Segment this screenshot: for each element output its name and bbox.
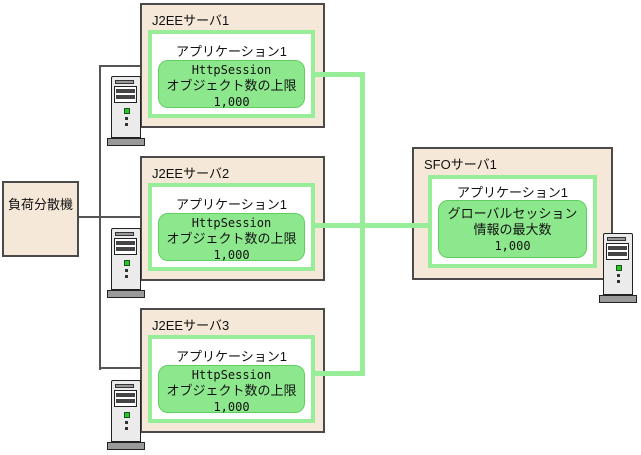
tower-body: [111, 228, 141, 290]
connector-line-server3: [99, 367, 142, 369]
application-title: アプリケーション1: [457, 185, 568, 200]
session-line3: 1,000: [213, 400, 250, 414]
application-box: アプリケーション1 HttpSession オブジェクト数の上限 1,000: [148, 183, 315, 271]
server-tower-icon: [599, 233, 637, 303]
application-box: アプリケーション1 HttpSession オブジェクト数の上限 1,000: [148, 30, 315, 118]
tower-led: [124, 260, 130, 266]
j2ee-server3-title: J2EEサーバ3: [152, 318, 230, 333]
j2ee-server2-title: J2EEサーバ2: [152, 166, 230, 181]
application-box: アプリケーション1 グローバルセッション 情報の最大数 1,000: [428, 175, 597, 268]
tower-drive-bay: [606, 243, 629, 260]
application-box: アプリケーション1 HttpSession オブジェクト数の上限 1,000: [148, 335, 315, 423]
tower-body: [603, 233, 633, 295]
j2ee-server3-box: J2EEサーバ3 アプリケーション1 HttpSession オブジェクト数の上…: [140, 308, 325, 433]
session-line2: 情報の最大数: [473, 222, 552, 237]
sfo-server1-title: SFOサーバ1: [424, 157, 497, 172]
tower-drive-bay: [114, 86, 137, 103]
tower-drive-bay: [114, 390, 137, 407]
green-link-server1: [311, 72, 365, 77]
green-link-server2-to-sfo: [311, 223, 432, 228]
tower-base: [107, 138, 145, 146]
session-line3: 1,000: [213, 248, 250, 262]
session-line1: HttpSession: [191, 368, 272, 382]
server-tower-icon: [107, 76, 145, 146]
green-link-server3: [311, 371, 365, 376]
server-tower-icon: [107, 228, 145, 298]
sfo-server1-box: SFOサーバ1 アプリケーション1 グローバルセッション 情報の最大数 1,00…: [412, 147, 613, 280]
application-title: アプリケーション1: [176, 349, 287, 364]
session-line2: オブジェクト数の上限: [166, 383, 297, 398]
tower-led: [616, 265, 622, 271]
connector-line-server2: [79, 216, 142, 218]
tower-body: [111, 380, 141, 442]
tower-vent: [115, 80, 134, 84]
global-session-max-box: グローバルセッション 情報の最大数 1,000: [438, 200, 587, 258]
tower-vent: [115, 232, 134, 236]
connector-line-server1: [99, 65, 142, 67]
session-line1: HttpSession: [191, 63, 272, 77]
session-line1: HttpSession: [191, 216, 272, 230]
application-title: アプリケーション1: [176, 197, 287, 212]
tower-vent: [115, 384, 134, 388]
session-line3: 1,000: [213, 95, 250, 109]
j2ee-server1-box: J2EEサーバ1 アプリケーション1 HttpSession オブジェクト数の上…: [140, 3, 325, 128]
tower-drive-bay: [114, 238, 137, 255]
http-session-limit-box: HttpSession オブジェクト数の上限 1,000: [158, 365, 305, 414]
load-balancer-label: 負荷分散機: [7, 197, 73, 212]
session-line1: グローバルセッション: [447, 206, 578, 221]
load-balancer-box: 負荷分散機: [2, 181, 79, 257]
j2ee-server2-box: J2EEサーバ2 アプリケーション1 HttpSession オブジェクト数の上…: [140, 156, 325, 281]
tower-led: [124, 412, 130, 418]
tower-base: [599, 295, 637, 303]
session-line3: 1,000: [494, 239, 531, 253]
tower-vent: [607, 237, 626, 241]
tower-base: [107, 442, 145, 450]
session-line2: オブジェクト数の上限: [166, 231, 297, 246]
tower-led: [124, 108, 130, 114]
http-session-limit-box: HttpSession オブジェクト数の上限 1,000: [158, 60, 305, 109]
tower-body: [111, 76, 141, 138]
green-link-trunk: [360, 72, 365, 376]
application-title: アプリケーション1: [176, 44, 287, 59]
http-session-limit-box: HttpSession オブジェクト数の上限 1,000: [158, 213, 305, 262]
j2ee-server1-title: J2EEサーバ1: [152, 13, 230, 28]
session-line2: オブジェクト数の上限: [166, 78, 297, 93]
tower-base: [107, 290, 145, 298]
server-tower-icon: [107, 380, 145, 450]
